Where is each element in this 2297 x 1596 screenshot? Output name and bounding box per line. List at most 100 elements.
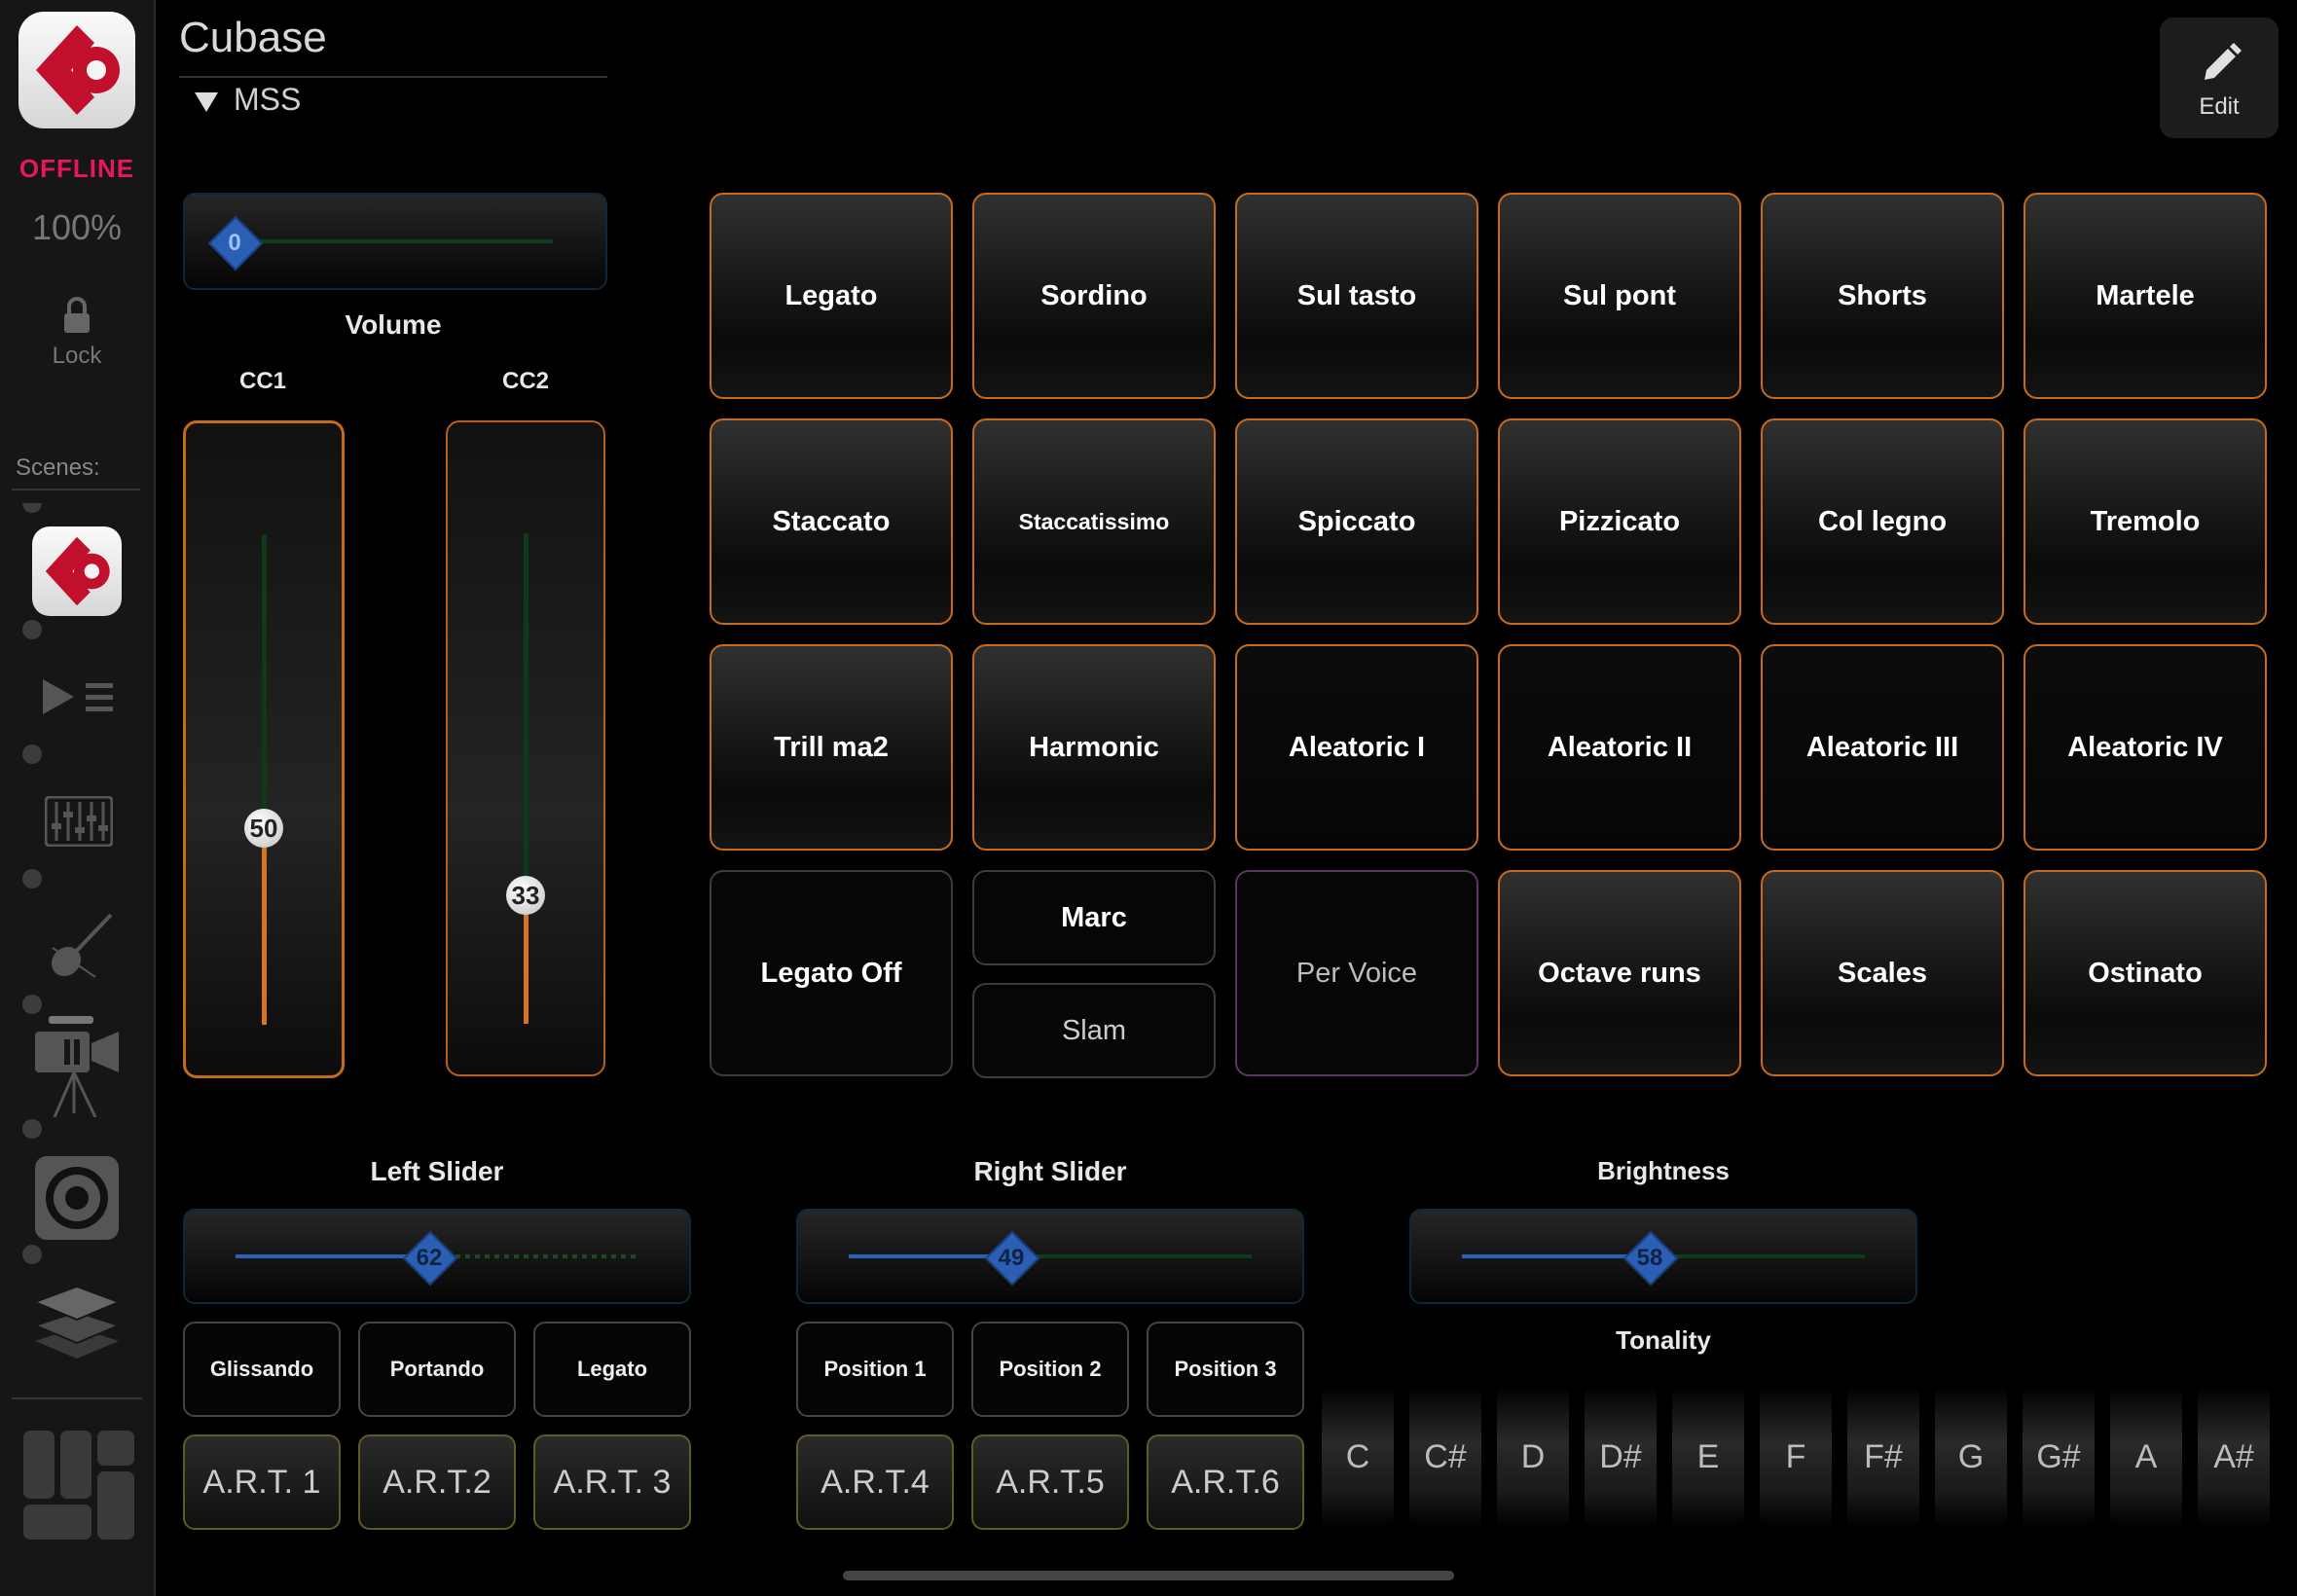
lock-label[interactable]: Lock [52, 343, 102, 369]
sidebar-divider [12, 1397, 142, 1399]
cc2-fader[interactable]: 33 [446, 420, 605, 1076]
key-f-sharp[interactable]: F# [1847, 1386, 1919, 1528]
app-title: Cubase [179, 14, 327, 61]
pad-scales[interactable]: Scales [1761, 870, 2004, 1076]
sidebar: OFFLINE 100% Lock Scenes: [0, 0, 156, 1596]
right-slider-label: Right Slider [973, 1156, 1127, 1186]
tonality-label: Tonality [1616, 1325, 1711, 1355]
left-slider-track [446, 1254, 637, 1258]
scene-indicator [22, 1119, 42, 1139]
pad-pizzicato[interactable]: Pizzicato [1498, 418, 1741, 625]
brightness-label: Brightness [1597, 1156, 1730, 1185]
key-d[interactable]: D [1497, 1386, 1569, 1528]
pad-tremolo[interactable]: Tremolo [2024, 418, 2267, 625]
pad-aleatoric-1[interactable]: Aleatoric I [1235, 644, 1478, 851]
pad-sordino[interactable]: Sordino [972, 193, 1216, 399]
volume-value: 0 [228, 230, 241, 256]
page-selector[interactable]: MSS [195, 82, 301, 118]
cubase-logo-icon[interactable] [18, 12, 135, 128]
cc2-track [524, 533, 529, 893]
art-5-button[interactable]: A.R.T.5 [971, 1434, 1129, 1530]
right-slider-fill [849, 1254, 1014, 1258]
pad-aleatoric-2[interactable]: Aleatoric II [1498, 644, 1741, 851]
page-name: MSS [234, 82, 302, 117]
pad-ostinato[interactable]: Ostinato [2024, 870, 2267, 1076]
pad-spiccato[interactable]: Spiccato [1235, 418, 1478, 625]
cc1-fader[interactable]: 50 [183, 420, 345, 1078]
glissando-button[interactable]: Glissando [183, 1322, 341, 1417]
pad-legato-off[interactable]: Legato Off [710, 870, 953, 1076]
violin-icon[interactable] [45, 909, 115, 983]
pad-staccatissimo[interactable]: Staccatissimo [972, 418, 1216, 625]
right-slider-track [1014, 1254, 1252, 1258]
pad-col-legno[interactable]: Col legno [1761, 418, 2004, 625]
key-a[interactable]: A [2110, 1386, 2182, 1528]
key-g-sharp[interactable]: G# [2023, 1386, 2095, 1528]
brightness-value: 58 [1636, 1245, 1663, 1271]
art-1-button[interactable]: A.R.T. 1 [183, 1434, 341, 1530]
speaker-icon[interactable] [33, 1154, 121, 1242]
brightness-slider[interactable]: 58 [1409, 1209, 1917, 1304]
scene-indicator [22, 995, 42, 1014]
cc1-knob[interactable]: 50 [244, 809, 283, 848]
cc1-track [262, 534, 267, 826]
film-camera-icon[interactable] [35, 1016, 123, 1117]
portando-button[interactable]: Portando [358, 1322, 516, 1417]
key-c-sharp[interactable]: C# [1409, 1386, 1481, 1528]
cc2-label: CC2 [501, 368, 549, 394]
key-f[interactable]: F [1760, 1386, 1832, 1528]
edit-label: Edit [2199, 93, 2240, 120]
home-indicator[interactable] [843, 1571, 1454, 1580]
title-divider [179, 76, 607, 78]
pad-legato[interactable]: Legato [710, 193, 953, 399]
cc2-knob[interactable]: 33 [506, 876, 545, 915]
pad-slam[interactable]: Slam [972, 983, 1216, 1078]
layers-icon[interactable] [33, 1285, 121, 1360]
key-a-sharp[interactable]: A# [2198, 1386, 2270, 1528]
volume-slider[interactable]: 0 [183, 193, 607, 290]
pad-aleatoric-3[interactable]: Aleatoric III [1761, 644, 2004, 851]
scene-indicator [22, 1245, 42, 1264]
mixer-icon[interactable] [45, 796, 113, 847]
legato-button[interactable]: Legato [533, 1322, 691, 1417]
pad-sul-pont[interactable]: Sul pont [1498, 193, 1741, 399]
art-6-button[interactable]: A.R.T.6 [1147, 1434, 1304, 1530]
position-2-button[interactable]: Position 2 [971, 1322, 1129, 1417]
art-2-button[interactable]: A.R.T.2 [358, 1434, 516, 1530]
art-4-button[interactable]: A.R.T.4 [796, 1434, 954, 1530]
left-slider-fill [236, 1254, 426, 1258]
right-slider-value: 49 [998, 1245, 1025, 1271]
pad-aleatoric-4[interactable]: Aleatoric IV [2024, 644, 2267, 851]
pad-marc[interactable]: Marc [972, 870, 1216, 965]
edit-button[interactable]: Edit [2160, 18, 2279, 138]
pad-trill-ma2[interactable]: Trill ma2 [710, 644, 953, 851]
key-d-sharp[interactable]: D# [1585, 1386, 1657, 1528]
pad-staccato[interactable]: Staccato [710, 418, 953, 625]
transport-icon[interactable] [39, 675, 117, 718]
pad-per-voice[interactable]: Per Voice [1235, 870, 1478, 1076]
scene-indicator [22, 869, 42, 889]
pad-sul-tasto[interactable]: Sul tasto [1235, 193, 1478, 399]
lock-icon[interactable] [62, 296, 91, 335]
art-3-button[interactable]: A.R.T. 3 [533, 1434, 691, 1530]
cc2-fill [524, 893, 529, 1024]
scene-cubase-icon[interactable] [32, 526, 122, 616]
control-room-icon[interactable] [23, 1431, 134, 1540]
scene-indicator [22, 620, 42, 639]
key-c[interactable]: C [1322, 1386, 1394, 1528]
cc1-fill [262, 826, 267, 1025]
brightness-fill [1462, 1254, 1651, 1258]
pad-shorts[interactable]: Shorts [1761, 193, 2004, 399]
left-slider[interactable]: 62 [183, 1209, 691, 1304]
zoom-level: 100% [31, 207, 123, 247]
pad-harmonic[interactable]: Harmonic [972, 644, 1216, 851]
pad-martele[interactable]: Martele [2024, 193, 2267, 399]
scenes-divider [12, 489, 140, 490]
right-slider[interactable]: 49 [796, 1209, 1304, 1304]
key-g[interactable]: G [1935, 1386, 2007, 1528]
key-e[interactable]: E [1672, 1386, 1744, 1528]
volume-label: Volume [345, 309, 442, 340]
position-1-button[interactable]: Position 1 [796, 1322, 954, 1417]
position-3-button[interactable]: Position 3 [1147, 1322, 1304, 1417]
pad-octave-runs[interactable]: Octave runs [1498, 870, 1741, 1076]
